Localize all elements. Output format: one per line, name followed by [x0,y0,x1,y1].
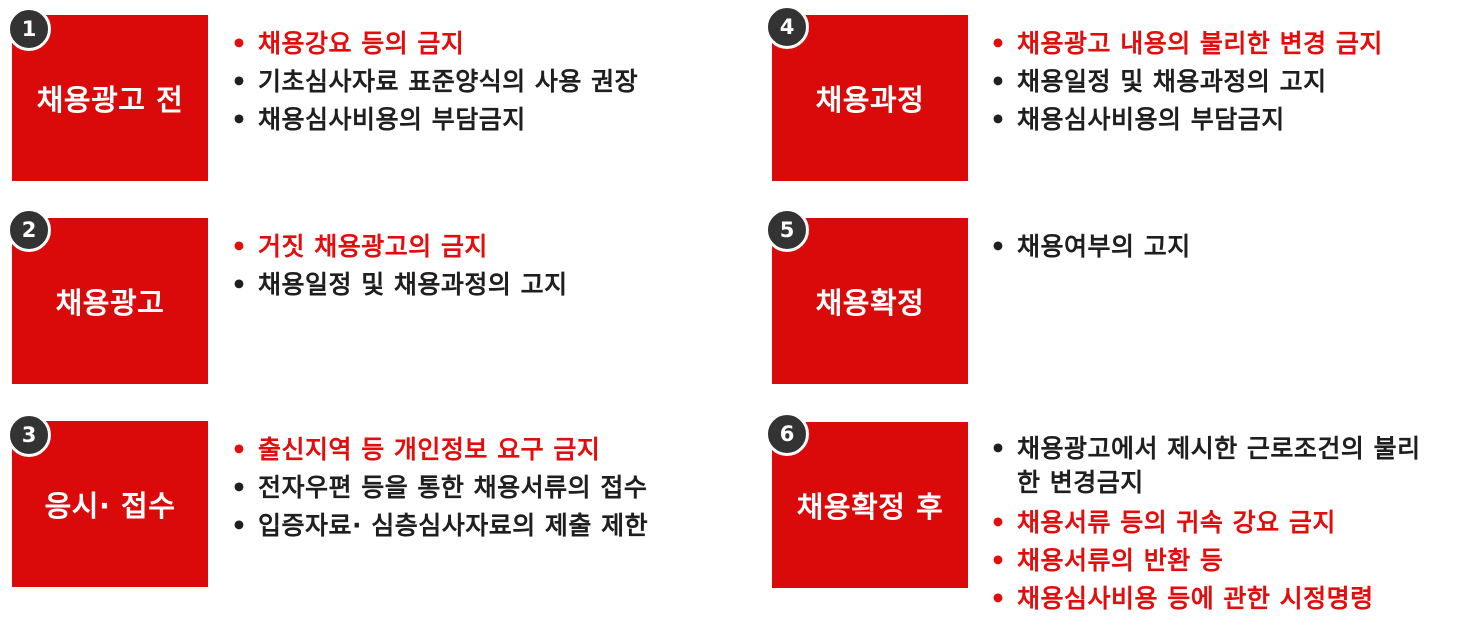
stage-title-box: 채용확정 [772,218,968,384]
bullet-icon: • [990,546,1007,575]
stage-number-badge: 5 [765,208,809,252]
stage-item: • 채용여부의 고지 [987,228,1191,266]
stage-item: • 전자우편 등을 통한 채용서류의 접수 [228,469,648,507]
bullet-icon: • [231,270,248,299]
stage-item: • 채용심사비용의 부담금지 [987,101,1383,139]
bullet-icon: • [990,584,1007,613]
stage-item: • 기초심사자료 표준양식의 사용 권장 [228,63,638,101]
stage-item: • 채용광고에서 제시한 근로조건의 불리한 변경금지 [987,432,1437,500]
stage-number: 2 [21,217,37,242]
bullet-icon: • [231,105,248,134]
stage-item-text: 채용광고 내용의 불리한 변경 금지 [1017,29,1383,58]
stage-title: 응시· 접수 [44,489,176,523]
stage-number: 4 [779,14,795,39]
stage-item-text: 전자우편 등을 통한 채용서류의 접수 [258,473,648,502]
stage-item-list: • 채용광고에서 제시한 근로조건의 불리한 변경금지 • 채용서류 등의 귀속 강… [987,432,1437,618]
stage-number-badge: 6 [765,412,809,456]
stage-title: 채용확정 [815,286,925,320]
stage-item-text: 채용심사비용 등에 관한 시정명령 [1017,584,1374,613]
bullet-icon: • [231,67,248,96]
stage-item-text: 채용서류의 반환 등 [1017,546,1224,575]
stage-item: • 출신지역 등 개인정보 요구 금지 [228,431,648,469]
stage-item-text: 채용강요 등의 금지 [258,29,465,58]
stage-title: 채용광고 전 [36,83,184,117]
stage-title: 채용광고 [55,286,165,320]
bullet-icon: • [990,232,1007,261]
bullet-icon: • [231,29,248,58]
stage-number-badge: 4 [765,5,809,49]
stage-title-box: 채용과정 [772,15,968,181]
stage-item: • 채용강요 등의 금지 [228,25,638,63]
stage-item-text: 채용일정 및 채용과정의 고지 [1017,67,1327,96]
bullet-icon: • [231,435,248,464]
stage-item: • 채용일정 및 채용과정의 고지 [228,266,568,304]
bullet-icon: • [990,105,1007,134]
stage-item: • 채용서류의 반환 등 [987,542,1437,580]
stage-item-text: 채용광고에서 제시한 근로조건의 불리한 변경금지 [1017,434,1421,497]
stage-item-text: 채용서류 등의 귀속 강요 금지 [1017,508,1336,537]
stage-item-list: •출신지역 등 개인정보 요구 금지 •전자우편 등을 통한 채용서류의 접수 … [228,431,648,545]
bullet-icon: • [231,232,248,261]
stage-item-text: 입증자료· 심층심사자료의 제출 제한 [258,511,649,540]
stage-title-box: 채용확정 후 [772,422,968,588]
bullet-icon: • [231,511,248,540]
stage-number-badge: 2 [7,208,51,252]
bullet-icon: • [990,434,1007,463]
stage-item-list: • 거짓 채용광고의 금지 • 채용일정 및 채용과정의 고지 [228,228,568,304]
bullet-icon: • [231,473,248,502]
stage-item-text: 채용여부의 고지 [1017,232,1191,261]
stage-item-list: • 채용여부의 고지 [987,228,1191,266]
stage-number: 1 [21,16,37,41]
stage-title-box: 채용광고 [12,218,208,384]
bullet-icon: • [990,67,1007,96]
stage-number: 6 [779,421,795,446]
stage-item: • 채용심사비용의 부담금지 [228,101,638,139]
stage-title: 채용과정 [815,83,925,117]
stage-item: • 채용심사비용 등에 관한 시정명령 [987,580,1437,618]
stage-title-box: 채용광고 전 [12,15,208,181]
bullet-icon: • [990,508,1007,537]
stage-number-badge: 3 [7,413,51,457]
bullet-icon: • [990,29,1007,58]
stage-item-text: 채용일정 및 채용과정의 고지 [258,270,568,299]
stage-item: • 채용일정 및 채용과정의 고지 [987,63,1383,101]
stage-item-text: 채용심사비용의 부담금지 [1017,105,1285,134]
stage-item-text: 기초심사자료 표준양식의 사용 권장 [258,67,639,96]
stage-number-badge: 1 [7,7,51,51]
stage-item-list: • 채용광고 내용의 불리한 변경 금지 • 채용일정 및 채용과정의 고지 • 채용… [987,25,1383,139]
stage-item: • 입증자료· 심층심사자료의 제출 제한 [228,507,648,545]
stage-item: • 채용광고 내용의 불리한 변경 금지 [987,25,1383,63]
stage-number: 5 [779,217,795,242]
stage-item-text: 거짓 채용광고의 금지 [258,232,488,261]
stage-number: 3 [21,422,37,447]
stage-item: • 채용서류 등의 귀속 강요 금지 [987,504,1437,542]
stage-item: • 거짓 채용광고의 금지 [228,228,568,266]
stage-item-text: 채용심사비용의 부담금지 [258,105,526,134]
stage-item-text: 출신지역 등 개인정보 요구 금지 [258,435,601,464]
stage-item-list: • 채용강요 등의 금지 • 기초심사자료 표준양식의 사용 권장 • 채용심사비용의… [228,25,638,139]
stage-title: 채용확정 후 [796,490,944,524]
